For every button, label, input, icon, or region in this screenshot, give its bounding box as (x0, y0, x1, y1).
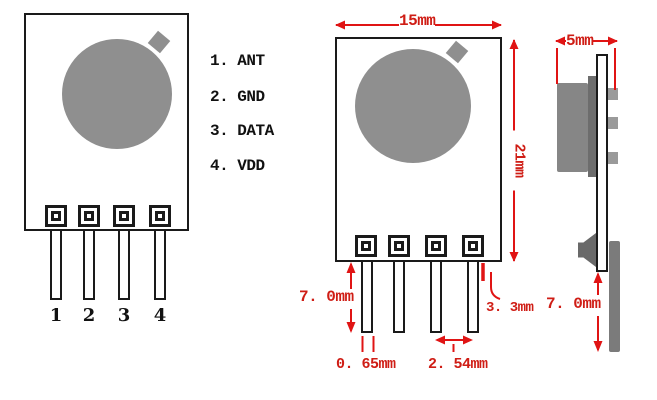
resonator-disc (355, 49, 471, 163)
solder-pad-3 (425, 235, 447, 257)
side-view-pin-wedge (578, 233, 596, 267)
pin-lead-1 (361, 260, 373, 333)
width-dimension-label: 15mm (399, 12, 436, 30)
pad-hole (431, 241, 441, 251)
side-view-solder-tab-3 (608, 152, 618, 164)
pin-length-dimension-label: 7. 0mm (299, 288, 354, 306)
solder-pad-3 (113, 205, 135, 227)
depth-dimension-label: 5mm (566, 32, 594, 50)
legend-item-vdd: 4. VDD (210, 157, 265, 175)
side-view-resonator-flange (588, 76, 596, 177)
solder-pad-4 (149, 205, 171, 227)
pad-hole (51, 211, 61, 221)
solder-pad-1 (355, 235, 377, 257)
side-view-pin-lead (609, 241, 620, 352)
side-pin-length-dimension-label: 7. 0mm (546, 295, 601, 313)
resonator-disc (62, 39, 172, 149)
pad-hole (84, 211, 94, 221)
pin-width-dimension-label: 0. 65mm (336, 356, 396, 373)
pad-hole (155, 211, 165, 221)
pin-lead-4 (154, 229, 166, 300)
solder-pad-2 (78, 205, 100, 227)
side-view-solder-tab-2 (608, 117, 618, 129)
pad-offset-leader-line (481, 263, 501, 300)
pin-lead-3 (118, 229, 130, 300)
pad-hole (119, 211, 129, 221)
pin-number-4: 4 (153, 305, 167, 326)
pad-hole (468, 241, 478, 251)
pin-pitch-dimension-label: 2. 54mm (428, 356, 488, 373)
pin-pitch-dimension-line (435, 335, 473, 352)
pin-lead-3 (430, 260, 442, 333)
pin-number-3: 3 (117, 305, 131, 326)
side-view-resonator-can (557, 83, 588, 172)
pad-hole (394, 241, 404, 251)
pad-hole (361, 241, 371, 251)
solder-pad-2 (388, 235, 410, 257)
legend-item-data: 3. DATA (210, 122, 274, 140)
pin-width-dimension-ticks (361, 336, 375, 352)
pin-lead-2 (83, 229, 95, 300)
height-dimension-label: 21mm (510, 130, 528, 191)
pin-number-1: 1 (49, 305, 63, 326)
solder-pad-4 (462, 235, 484, 257)
pin-number-2: 2 (82, 305, 96, 326)
side-view-pcb-board (596, 54, 608, 272)
pin-lead-1 (50, 229, 62, 300)
legend-item-gnd: 2. GND (210, 88, 265, 106)
pad-offset-dimension-label: 3. 3mm (486, 300, 534, 317)
solder-pad-1 (45, 205, 67, 227)
side-view-solder-tab-1 (608, 88, 618, 100)
pin-lead-2 (393, 260, 405, 333)
pin-lead-4 (467, 260, 479, 333)
legend-item-ant: 1. ANT (210, 52, 265, 70)
